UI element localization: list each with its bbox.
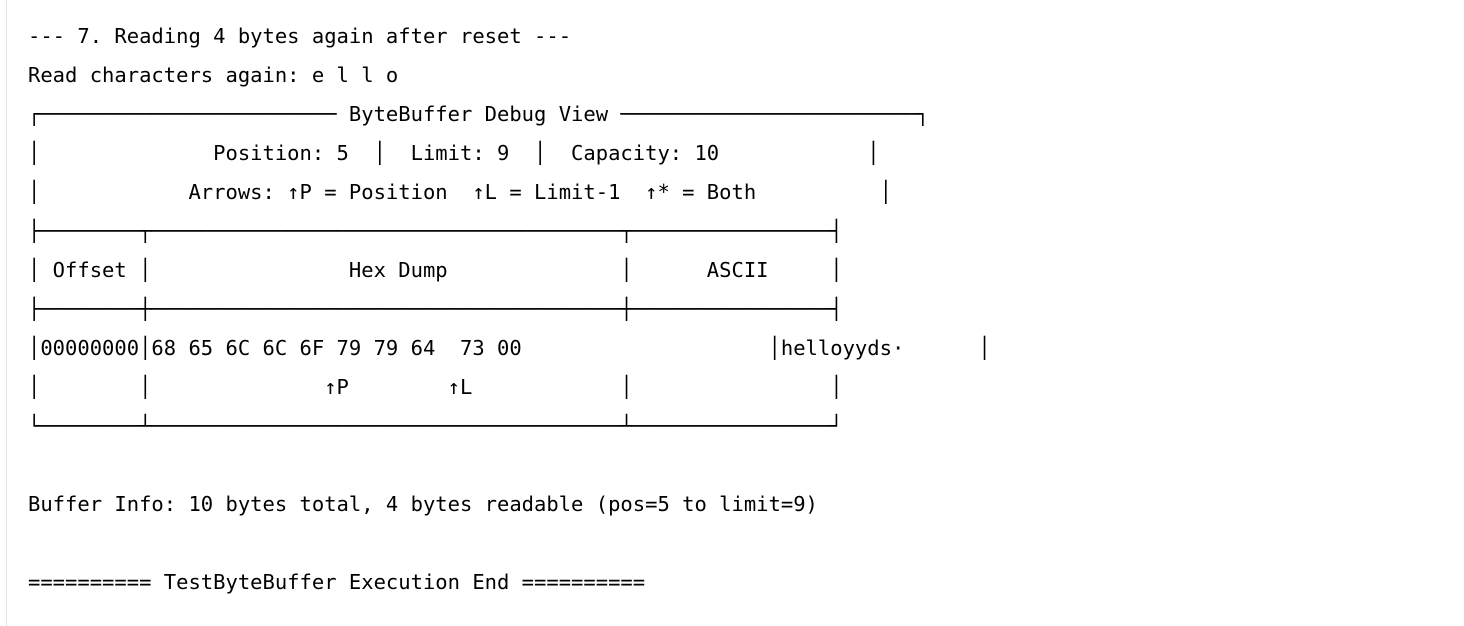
debug-view-separator-top: ├────────┬──────────────────────────────… bbox=[28, 219, 843, 243]
debug-view-separator-mid: ├────────┼──────────────────────────────… bbox=[28, 297, 843, 321]
bytebuffer-debug-view: ┌──────────────────────── ByteBuffer Deb… bbox=[28, 95, 1464, 446]
debug-view-legend-line: │ Arrows: ↑P = Position ↑L = Limit-1 ↑* … bbox=[28, 180, 892, 204]
debug-view-separator-bottom: └────────┴──────────────────────────────… bbox=[28, 414, 843, 438]
blank-line-1 bbox=[28, 446, 1464, 485]
buffer-info-line: Buffer Info: 10 bytes total, 4 bytes rea… bbox=[28, 492, 818, 516]
debug-view-header-row: │ Offset │ Hex Dump │ ASCII │ bbox=[28, 258, 843, 282]
debug-view-data-row: │00000000│68 65 6C 6C 6F 79 79 64 73 00 … bbox=[28, 336, 991, 360]
debug-view-stats-line: │ Position: 5 │ Limit: 9 │ Capacity: 10 … bbox=[28, 141, 880, 165]
execution-end-line: ========== TestByteBuffer Execution End … bbox=[28, 570, 646, 594]
console-output: --- 7. Reading 4 bytes again after reset… bbox=[28, 0, 1464, 626]
debug-view-title-line: ┌──────────────────────── ByteBuffer Deb… bbox=[28, 102, 929, 126]
section-header-line: --- 7. Reading 4 bytes again after reset… bbox=[28, 24, 572, 48]
debug-view-arrow-row: │ │ ↑P ↑L │ │ bbox=[28, 375, 843, 399]
blank-line-2 bbox=[28, 524, 1464, 563]
read-result-line: Read characters again: e l l o bbox=[28, 63, 399, 87]
log-top-block: --- 7. Reading 4 bytes again after reset… bbox=[28, 0, 1464, 95]
console-gutter-rule bbox=[6, 0, 7, 626]
